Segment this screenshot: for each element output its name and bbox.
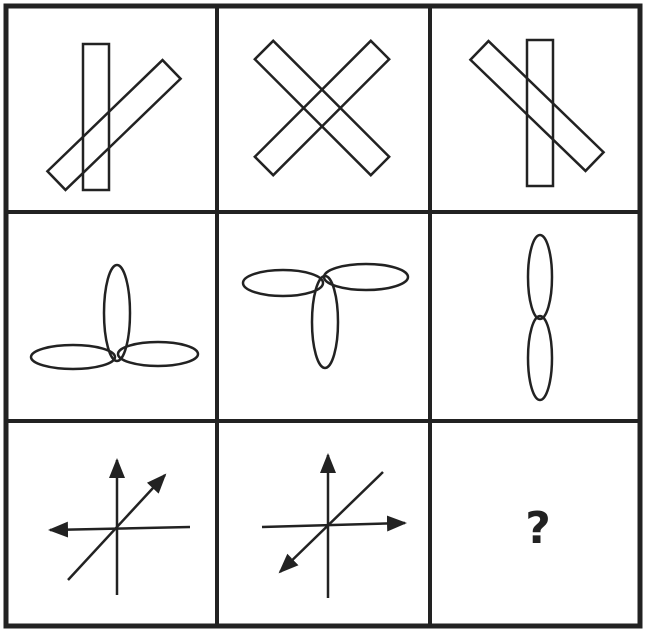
ellipse-vertical-bottom: [528, 316, 552, 400]
horizontal-arrow-left: [50, 527, 190, 530]
ellipse-horizontal-left: [31, 345, 115, 369]
ellipse-horizontal-right: [118, 342, 198, 366]
diagonal-bar: [470, 41, 603, 171]
diagonal-bar-b: [255, 41, 389, 175]
cell-r3c2: [262, 455, 405, 598]
cell-r1c1: [47, 44, 180, 190]
ellipse-vertical: [312, 276, 338, 368]
question-mark: ?: [525, 503, 551, 554]
ellipse-vertical-top: [528, 235, 552, 319]
ellipse-horizontal-left: [243, 270, 323, 296]
cell-r2c2: [243, 264, 408, 368]
diagonal-bar: [47, 60, 180, 190]
ellipse-horizontal-right: [324, 264, 408, 290]
cell-r3c3: ?: [525, 503, 551, 554]
diagonal-arrow-lower-left: [280, 472, 383, 572]
cell-r1c2: [255, 41, 389, 175]
cell-r1c3: [470, 40, 603, 186]
vertical-bar: [527, 40, 553, 186]
horizontal-arrow-right: [262, 523, 405, 527]
diagonal-bar-a: [255, 41, 389, 175]
cell-r3c1: [50, 460, 190, 595]
cell-r2c3: [528, 235, 552, 400]
cell-r2c1: [31, 265, 198, 369]
